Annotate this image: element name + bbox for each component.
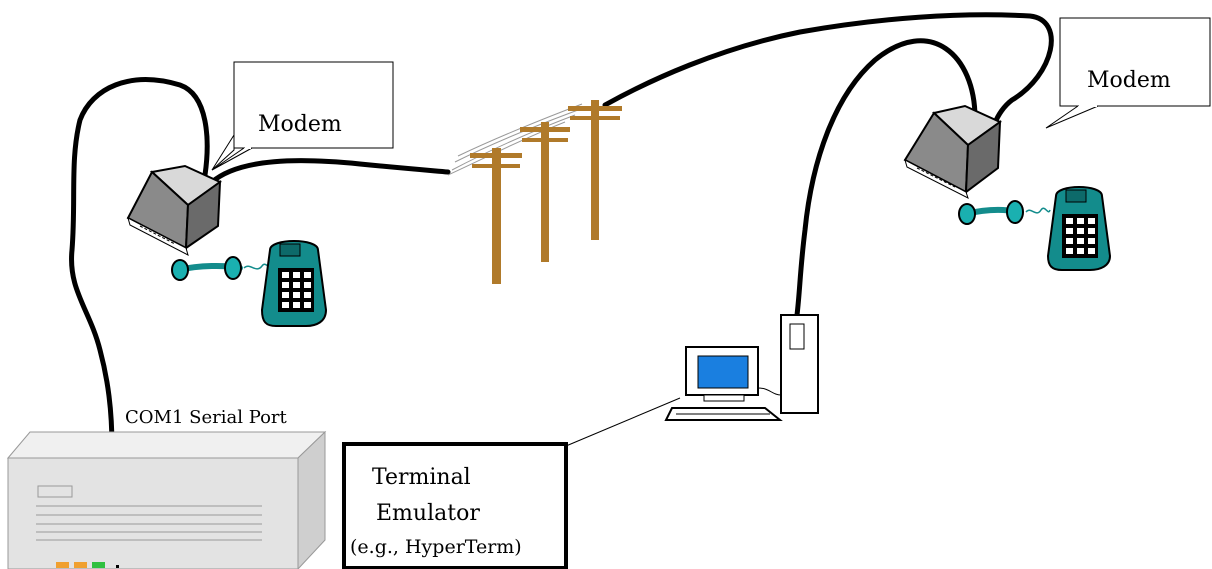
right-modem-label: Modem xyxy=(1087,68,1171,93)
serial-cable-right-modem-to-terminal xyxy=(794,38,978,318)
phone-line-left-modem-to-pole xyxy=(209,158,451,185)
right-modem-icon xyxy=(903,104,1002,199)
terminal-computer-icon xyxy=(664,314,819,421)
server-led-orange-2 xyxy=(74,562,87,568)
terminal-label-line3: (e.g., HyperTerm) xyxy=(350,536,522,558)
com-port-label: COM1 Serial Port xyxy=(125,407,288,428)
cables xyxy=(69,12,1054,451)
server-led-orange-1 xyxy=(56,562,69,568)
serial-cable-server-to-left-modem xyxy=(69,77,210,451)
phone-line-pole-to-right-modem xyxy=(602,12,1054,126)
server-chassis-icon xyxy=(6,430,327,569)
left-modem-icon xyxy=(126,164,222,256)
terminal-emulator-callout: Terminal Emulator (e.g., HyperTerm) xyxy=(342,397,681,569)
telephone-pole-1 xyxy=(470,148,522,284)
left-modem-callout: Modem xyxy=(211,61,394,171)
left-telephone-icon xyxy=(171,240,328,327)
telephone-pole-3 xyxy=(568,100,622,240)
right-modem-callout: Modem xyxy=(1045,17,1211,129)
right-telephone-icon xyxy=(958,186,1112,271)
telephone-pole-2 xyxy=(520,122,570,262)
terminal-label-line1: Terminal xyxy=(372,465,471,490)
server-led-green xyxy=(92,562,105,568)
terminal-label-line2: Emulator xyxy=(376,501,480,526)
telephone-poles xyxy=(447,100,622,284)
left-modem-label: Modem xyxy=(258,112,342,137)
